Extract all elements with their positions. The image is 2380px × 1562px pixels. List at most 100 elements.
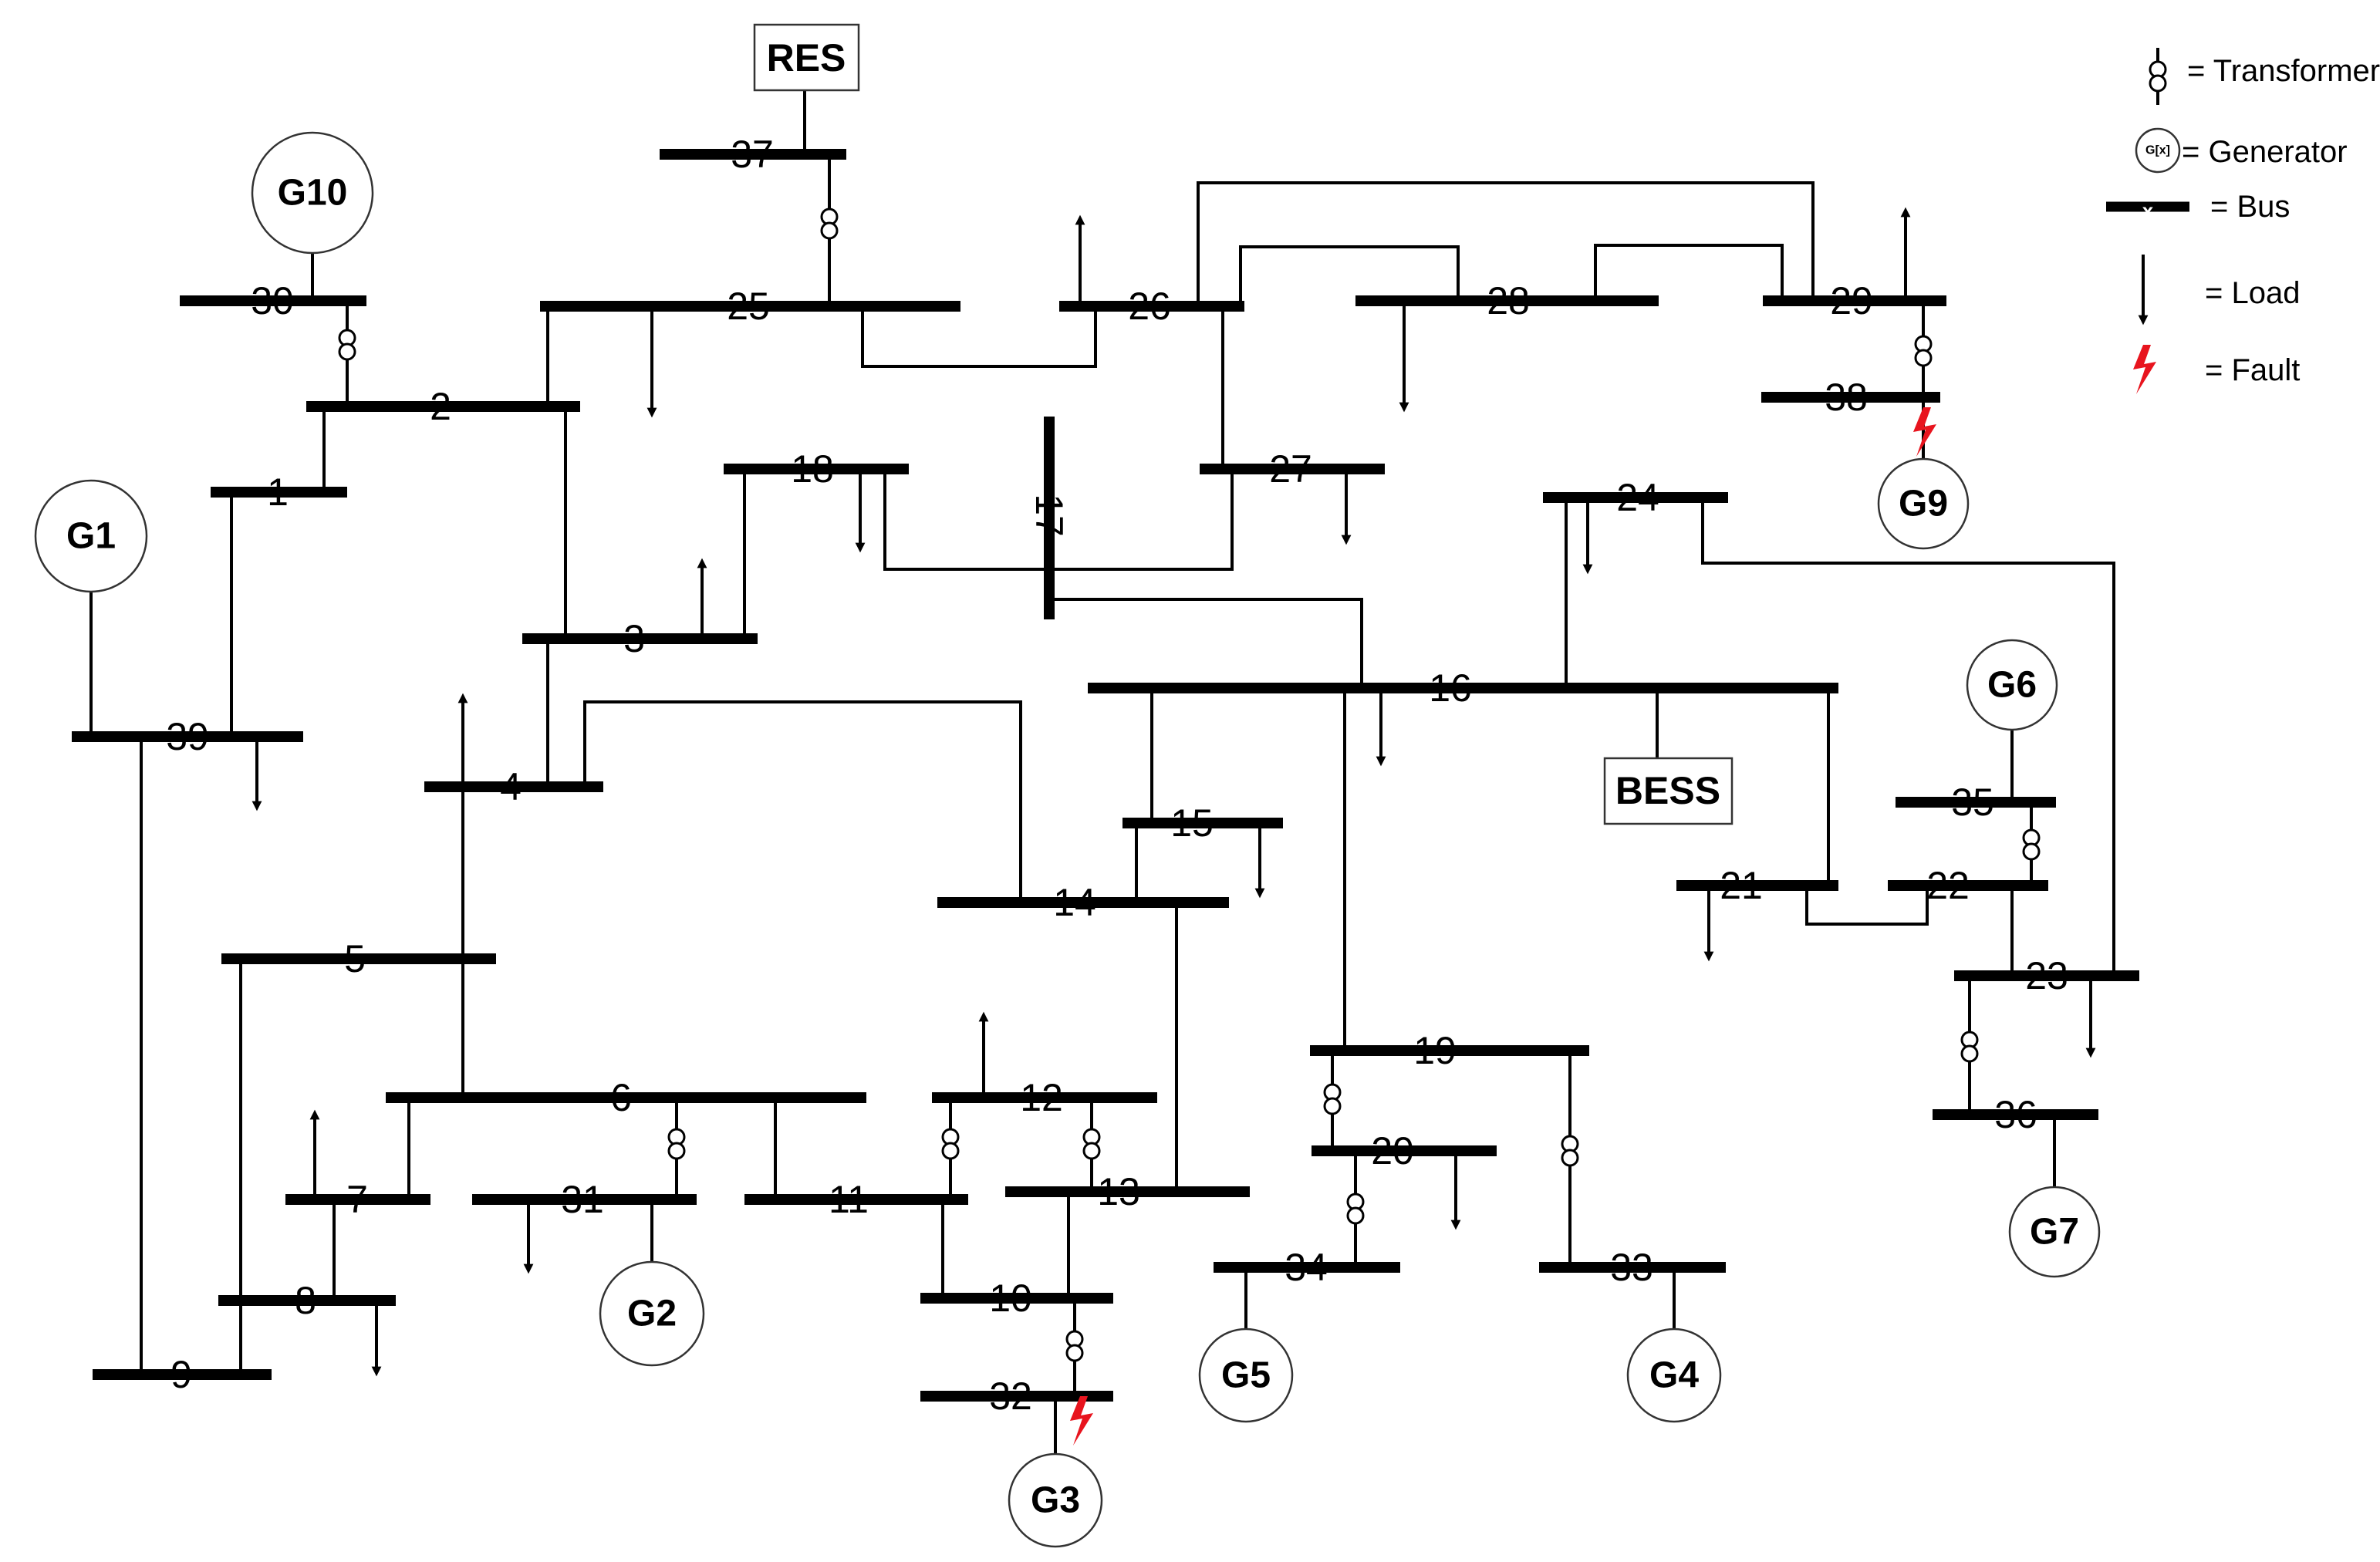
fault-icon bbox=[1070, 1396, 1093, 1446]
generator-icon bbox=[1966, 639, 2058, 731]
bus-label-5: 5 bbox=[344, 937, 366, 980]
bus-label-13: 13 bbox=[1097, 1170, 1140, 1213]
bus-label-16: 16 bbox=[1429, 666, 1472, 710]
bus-label-24: 24 bbox=[1616, 476, 1659, 519]
transformer-icon bbox=[1082, 1128, 1101, 1160]
generator-icon bbox=[2135, 127, 2181, 174]
generator-g9: G9 bbox=[1877, 457, 1970, 550]
generator-g10: G10 bbox=[251, 131, 374, 255]
legend-load: = Load bbox=[2138, 255, 2300, 326]
bus-label-27: 27 bbox=[1269, 447, 1312, 491]
generator-icon bbox=[251, 131, 374, 255]
bus-label-7: 7 bbox=[346, 1178, 368, 1221]
generator-g7: G7 bbox=[2008, 1186, 2101, 1278]
bus-label-8: 8 bbox=[295, 1279, 316, 1322]
res-box: RES bbox=[753, 23, 860, 92]
bus-label-15: 15 bbox=[1170, 801, 1214, 845]
generator-label: G7 bbox=[2030, 1212, 2079, 1253]
bus-label-31: 31 bbox=[561, 1178, 604, 1221]
bus-label-20: 20 bbox=[1371, 1129, 1414, 1172]
bus-label-2: 2 bbox=[430, 385, 451, 428]
fault-icon bbox=[1913, 407, 1936, 457]
generator-icon bbox=[1877, 457, 1970, 550]
legend-fault: = Fault bbox=[2133, 345, 2300, 394]
bus-label-25: 25 bbox=[727, 285, 770, 328]
line-25-26 bbox=[861, 306, 1097, 368]
bus-label-9: 9 bbox=[170, 1353, 192, 1396]
line-26-28 bbox=[1239, 245, 1460, 306]
bus-label-28: 28 bbox=[1487, 279, 1530, 322]
bus-label-6: 6 bbox=[610, 1076, 632, 1119]
bus-label-22: 22 bbox=[1926, 864, 1970, 907]
bus-bars bbox=[72, 149, 2139, 1402]
legend-generator-symbol: G[x] bbox=[2145, 144, 2170, 157]
line-16-17 bbox=[1049, 598, 1363, 688]
generator-icon bbox=[599, 1260, 705, 1367]
generator-label: G5 bbox=[1221, 1355, 1271, 1396]
line-28-29 bbox=[1594, 244, 1784, 306]
legend-transformer: = Transformer bbox=[2149, 48, 2380, 105]
legend-bus-symbol: x bbox=[2142, 199, 2154, 222]
bus-label-26: 26 bbox=[1128, 285, 1171, 328]
transformer-icon bbox=[1561, 1135, 1579, 1167]
load-arrows bbox=[252, 207, 2096, 1377]
bus-label-37: 37 bbox=[731, 133, 774, 176]
line-23-24 bbox=[1701, 498, 2115, 976]
line-17-18 bbox=[883, 469, 1049, 571]
res-label: RES bbox=[767, 36, 846, 79]
legend: = Transformer G[x] = Generator x = Bus =… bbox=[2106, 48, 2380, 394]
generator-label: G1 bbox=[66, 516, 116, 557]
legend-generator-label: = Generator bbox=[2182, 135, 2348, 169]
legend-load-label: = Load bbox=[2205, 276, 2300, 310]
bus-label-33: 33 bbox=[1610, 1246, 1653, 1289]
bus-label-1: 1 bbox=[267, 471, 289, 514]
bus-label-36: 36 bbox=[1994, 1093, 2037, 1136]
bus-label-32: 32 bbox=[989, 1375, 1032, 1418]
generator-icon bbox=[1626, 1328, 1722, 1423]
legend-fault-label: = Fault bbox=[2205, 353, 2300, 387]
bus-label-30: 30 bbox=[251, 279, 294, 322]
generators: G1 G2 G3 G4 G5 G6 G7 G9 bbox=[34, 131, 2101, 1548]
generator-g3: G3 bbox=[1008, 1452, 1103, 1548]
faults bbox=[1070, 407, 1936, 1446]
generator-label: G9 bbox=[1899, 484, 1948, 525]
bus-label-29: 29 bbox=[1830, 279, 1873, 322]
bus-label-39: 39 bbox=[166, 715, 209, 758]
bus-label-19: 19 bbox=[1413, 1029, 1457, 1072]
legend-generator: G[x] = Generator bbox=[2135, 127, 2348, 174]
bus-label-17: 17 bbox=[1028, 494, 1071, 537]
generator-g1: G1 bbox=[34, 479, 148, 593]
fault-icon bbox=[2133, 345, 2156, 394]
bess-box-frame bbox=[1603, 757, 1734, 825]
generator-g6: G6 bbox=[1966, 639, 2058, 731]
line-21-22 bbox=[1805, 886, 1929, 926]
line-4-14 bbox=[583, 700, 1022, 902]
generator-label: G2 bbox=[627, 1294, 677, 1334]
bus-label-34: 34 bbox=[1285, 1246, 1328, 1289]
transformer-icon bbox=[2022, 828, 2041, 861]
legend-bus-label: = Bus bbox=[2210, 190, 2290, 224]
bus-labels: 1 2 3 4 5 6 7 8 9 10 11 12 13 14 15 16 1… bbox=[166, 133, 2068, 1418]
transformer-icon bbox=[1346, 1193, 1365, 1225]
line-17-27 bbox=[1049, 469, 1234, 571]
bus-label-18: 18 bbox=[791, 447, 834, 491]
transformer-icon bbox=[941, 1128, 960, 1160]
generator-g2: G2 bbox=[599, 1260, 705, 1367]
generator-g5: G5 bbox=[1198, 1328, 1294, 1423]
bus-label-11: 11 bbox=[829, 1178, 869, 1221]
bess-box: BESS bbox=[1603, 757, 1734, 825]
generator-icon bbox=[1008, 1452, 1103, 1548]
line-26-29 bbox=[1197, 181, 1815, 306]
bus-label-23: 23 bbox=[2025, 954, 2068, 997]
legend-transformer-label: = Transformer bbox=[2187, 54, 2380, 88]
generator-label: G6 bbox=[1987, 665, 2037, 706]
bess-label: BESS bbox=[1615, 769, 1720, 812]
bus-label-38: 38 bbox=[1825, 376, 1868, 419]
generator-icon bbox=[2008, 1186, 2101, 1278]
generator-icon bbox=[34, 479, 148, 593]
transformer-icon bbox=[1065, 1330, 1084, 1362]
transformer-icon bbox=[1960, 1031, 1979, 1063]
legend-bus: x = Bus bbox=[2106, 190, 2290, 224]
generator-label: G4 bbox=[1649, 1355, 1699, 1396]
